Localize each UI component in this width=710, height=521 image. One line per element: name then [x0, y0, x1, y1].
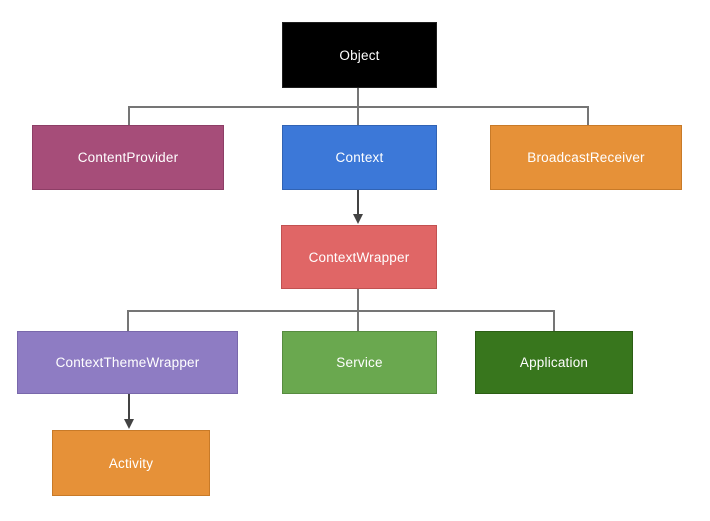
connector-to-contentprovider [128, 106, 130, 125]
node-activity: Activity [52, 430, 210, 496]
node-contentprovider: ContentProvider [32, 125, 224, 190]
connector-contextwrapper-stub [357, 289, 359, 311]
node-application: Application [475, 331, 633, 394]
connector-object-stub [357, 88, 359, 107]
connector-to-service [357, 310, 359, 331]
node-contextwrapper: ContextWrapper [281, 225, 437, 289]
connector-to-contextthemewrapper [127, 310, 129, 331]
node-context: Context [282, 125, 437, 190]
node-contextthemewrapper: ContextThemeWrapper [17, 331, 238, 394]
arrowhead-down-icon [353, 214, 363, 224]
node-object: Object [282, 22, 437, 88]
connector-to-broadcastreceiver [587, 106, 589, 125]
arrow-context-to-contextwrapper [357, 190, 359, 216]
connector-to-context [357, 106, 359, 125]
node-broadcastreceiver: BroadcastReceiver [490, 125, 682, 190]
connector-contextwrapper-children-horizontal [127, 310, 555, 312]
arrow-contextthemewrapper-to-activity [128, 394, 130, 421]
node-service: Service [282, 331, 437, 394]
connector-to-application [553, 310, 555, 331]
arrowhead-down-icon [124, 419, 134, 429]
